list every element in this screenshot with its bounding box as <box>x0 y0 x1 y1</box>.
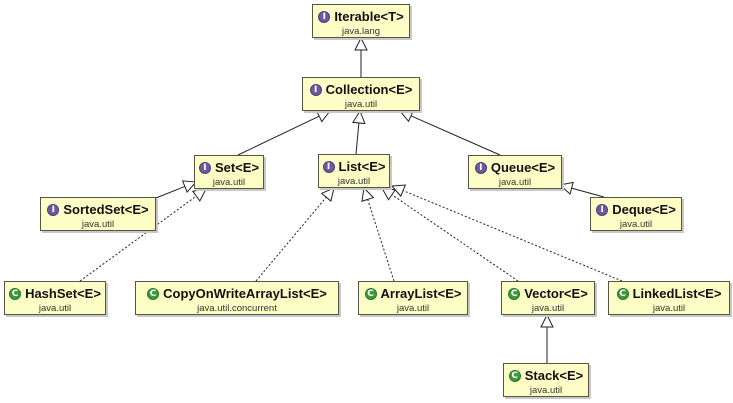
arrowhead-sortedset-to-set <box>181 180 198 193</box>
arrowhead-arraylist-to-list <box>361 186 375 202</box>
node-package: java.util <box>396 303 430 314</box>
class-icon: C <box>9 287 22 300</box>
class-icon: C <box>364 287 377 300</box>
node-name: Stack<E> <box>524 368 584 383</box>
node-name: Iterable<T> <box>334 9 404 24</box>
interface-icon: I <box>309 83 322 96</box>
arrowhead-linkedlist-to-list <box>390 184 407 198</box>
node-package: java.util <box>212 177 246 188</box>
arrowhead-hashset-to-set <box>191 188 207 202</box>
node-name: ArrayList<E> <box>380 286 462 301</box>
interface-icon: I <box>596 203 609 216</box>
arrowhead-vector-to-list <box>381 187 397 201</box>
node-package: java.util <box>38 303 72 314</box>
arrowhead-cowal-to-list <box>320 187 335 202</box>
edge-queue-to-collection <box>410 115 501 156</box>
edge-linkedlist-to-list <box>402 190 623 282</box>
edge-list-to-collection <box>355 122 360 155</box>
interface-icon: I <box>322 160 335 173</box>
arrowhead-queue-to-collection <box>398 109 415 123</box>
node-name: Deque<E> <box>612 202 676 217</box>
edge-deque-to-queue <box>571 187 605 198</box>
edge-sortedset-to-set <box>155 185 186 199</box>
node-package: java.util <box>337 176 371 187</box>
node-name: Set<E> <box>214 160 260 175</box>
arrowhead-deque-to-queue <box>558 181 574 195</box>
interface-icon: I <box>318 10 331 23</box>
edge-arraylist-to-list <box>367 199 395 282</box>
node-package: java.util <box>81 219 115 230</box>
node-name: SortedSet<E> <box>63 202 149 217</box>
edge-set-to-collection <box>237 115 320 156</box>
node-name: HashSet<E> <box>25 286 101 301</box>
edge-hashset-to-set <box>79 195 197 282</box>
class-icon: C <box>508 369 521 382</box>
node-name: Collection<E> <box>325 82 413 97</box>
arrowhead-list-to-collection <box>352 109 366 125</box>
node-package: java.util <box>344 99 378 110</box>
node-name: Queue<E> <box>490 160 556 175</box>
class-icon: C <box>147 287 160 300</box>
arrowhead-collection-to-iterable <box>354 36 368 51</box>
node-package: java.util <box>652 303 686 314</box>
node-package: java.util <box>498 177 532 188</box>
node-name: List<E> <box>338 159 386 174</box>
node-package: java.lang <box>341 26 381 37</box>
class-icon: C <box>616 287 629 300</box>
node-package: java.util.concurrent <box>197 303 277 314</box>
interface-icon: I <box>198 161 211 174</box>
node-package: java.util <box>619 219 653 230</box>
arrowhead-stack-to-vector <box>540 313 554 328</box>
node-name: LinkedList<E> <box>632 286 722 301</box>
node-package: java.util <box>531 303 565 314</box>
node-name: CopyOnWriteArrayList<E> <box>163 286 327 301</box>
node-name: Vector<E> <box>524 286 588 301</box>
class-icon: C <box>508 287 521 300</box>
node-package: java.util <box>529 385 563 396</box>
interface-icon: I <box>47 203 60 216</box>
interface-icon: I <box>474 161 487 174</box>
edge-vector-to-list <box>391 194 519 282</box>
edge-cowal-to-list <box>255 196 327 282</box>
